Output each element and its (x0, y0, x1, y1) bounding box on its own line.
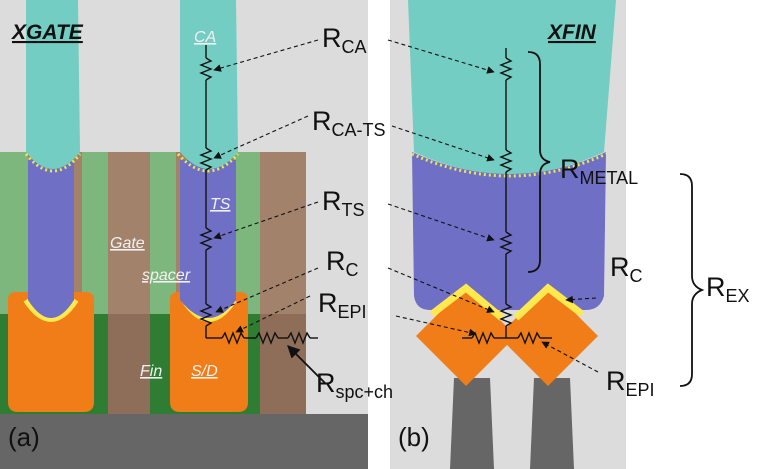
fin-under-gate-2 (260, 314, 306, 414)
fin-under-gate-1 (108, 314, 150, 414)
trench-silicide-b (412, 152, 606, 310)
resistor-chain-a (199, 45, 318, 345)
sd-epi-right (170, 292, 248, 412)
panel-b: XFIN (b) (390, 0, 626, 469)
trench-silicide-left (28, 160, 74, 318)
bracket-ex (679, 173, 705, 387)
contact-right (180, 0, 238, 169)
panel-a-title: XGATE (11, 21, 84, 44)
panel-a-caption: (a) (8, 422, 40, 452)
label-r-ts: RTS (322, 186, 365, 220)
label-r-spc-ch: Rspc+ch (316, 368, 393, 402)
panel-a: XGATE CA TS Gate spacer Fin S/D (a) (0, 0, 368, 469)
label-fin: Fin (140, 363, 162, 380)
substrate-a (0, 414, 368, 469)
liner-left (23, 298, 79, 322)
label-gate: Gate (110, 235, 145, 252)
panel-b-title: XFIN (547, 21, 597, 44)
substrate-b (390, 414, 626, 469)
spacer-mid-a (150, 152, 176, 314)
contact-b (408, 0, 616, 174)
liner-diamond-right (513, 283, 585, 321)
contact-left (26, 0, 80, 169)
label-ca: CA (194, 29, 216, 46)
spacer-left-b (82, 152, 108, 314)
panel-b-caption: (b) (398, 422, 430, 452)
label-r-metal: RMETAL (560, 154, 638, 188)
label-r-epi-b: REPI (606, 366, 655, 400)
label-r-ca: RCA (322, 23, 367, 57)
resistance-labels: RCA RCA-TS RTS RC REPI Rspc+ch RMETAL RC… (312, 23, 750, 402)
label-spacer: spacer (142, 267, 191, 284)
arrow-spc-ch (287, 345, 327, 385)
fin-b-right (530, 378, 574, 469)
ca-ts-interface-right (176, 153, 240, 173)
label-r-ex: REX (706, 272, 750, 306)
label-r-c: RC (326, 246, 359, 280)
ca-ts-interface-b (411, 152, 607, 178)
trench-silicide-right (180, 160, 236, 318)
label-r-epi: REPI (318, 288, 367, 322)
label-sd: S/D (191, 363, 218, 380)
label-ts: TS (210, 196, 231, 213)
resistor-chain-b (462, 48, 552, 345)
sd-epi-left (8, 292, 94, 412)
leader-arrows (213, 39, 599, 373)
label-r-ca-ts: RCA-TS (312, 106, 386, 140)
fin-b-left (450, 378, 494, 469)
label-r-c-b: RC (610, 252, 643, 286)
spacer-mid-b (234, 152, 260, 314)
brackets (527, 51, 705, 387)
spacer-left-a (0, 152, 28, 314)
bracket-metal (527, 51, 551, 273)
